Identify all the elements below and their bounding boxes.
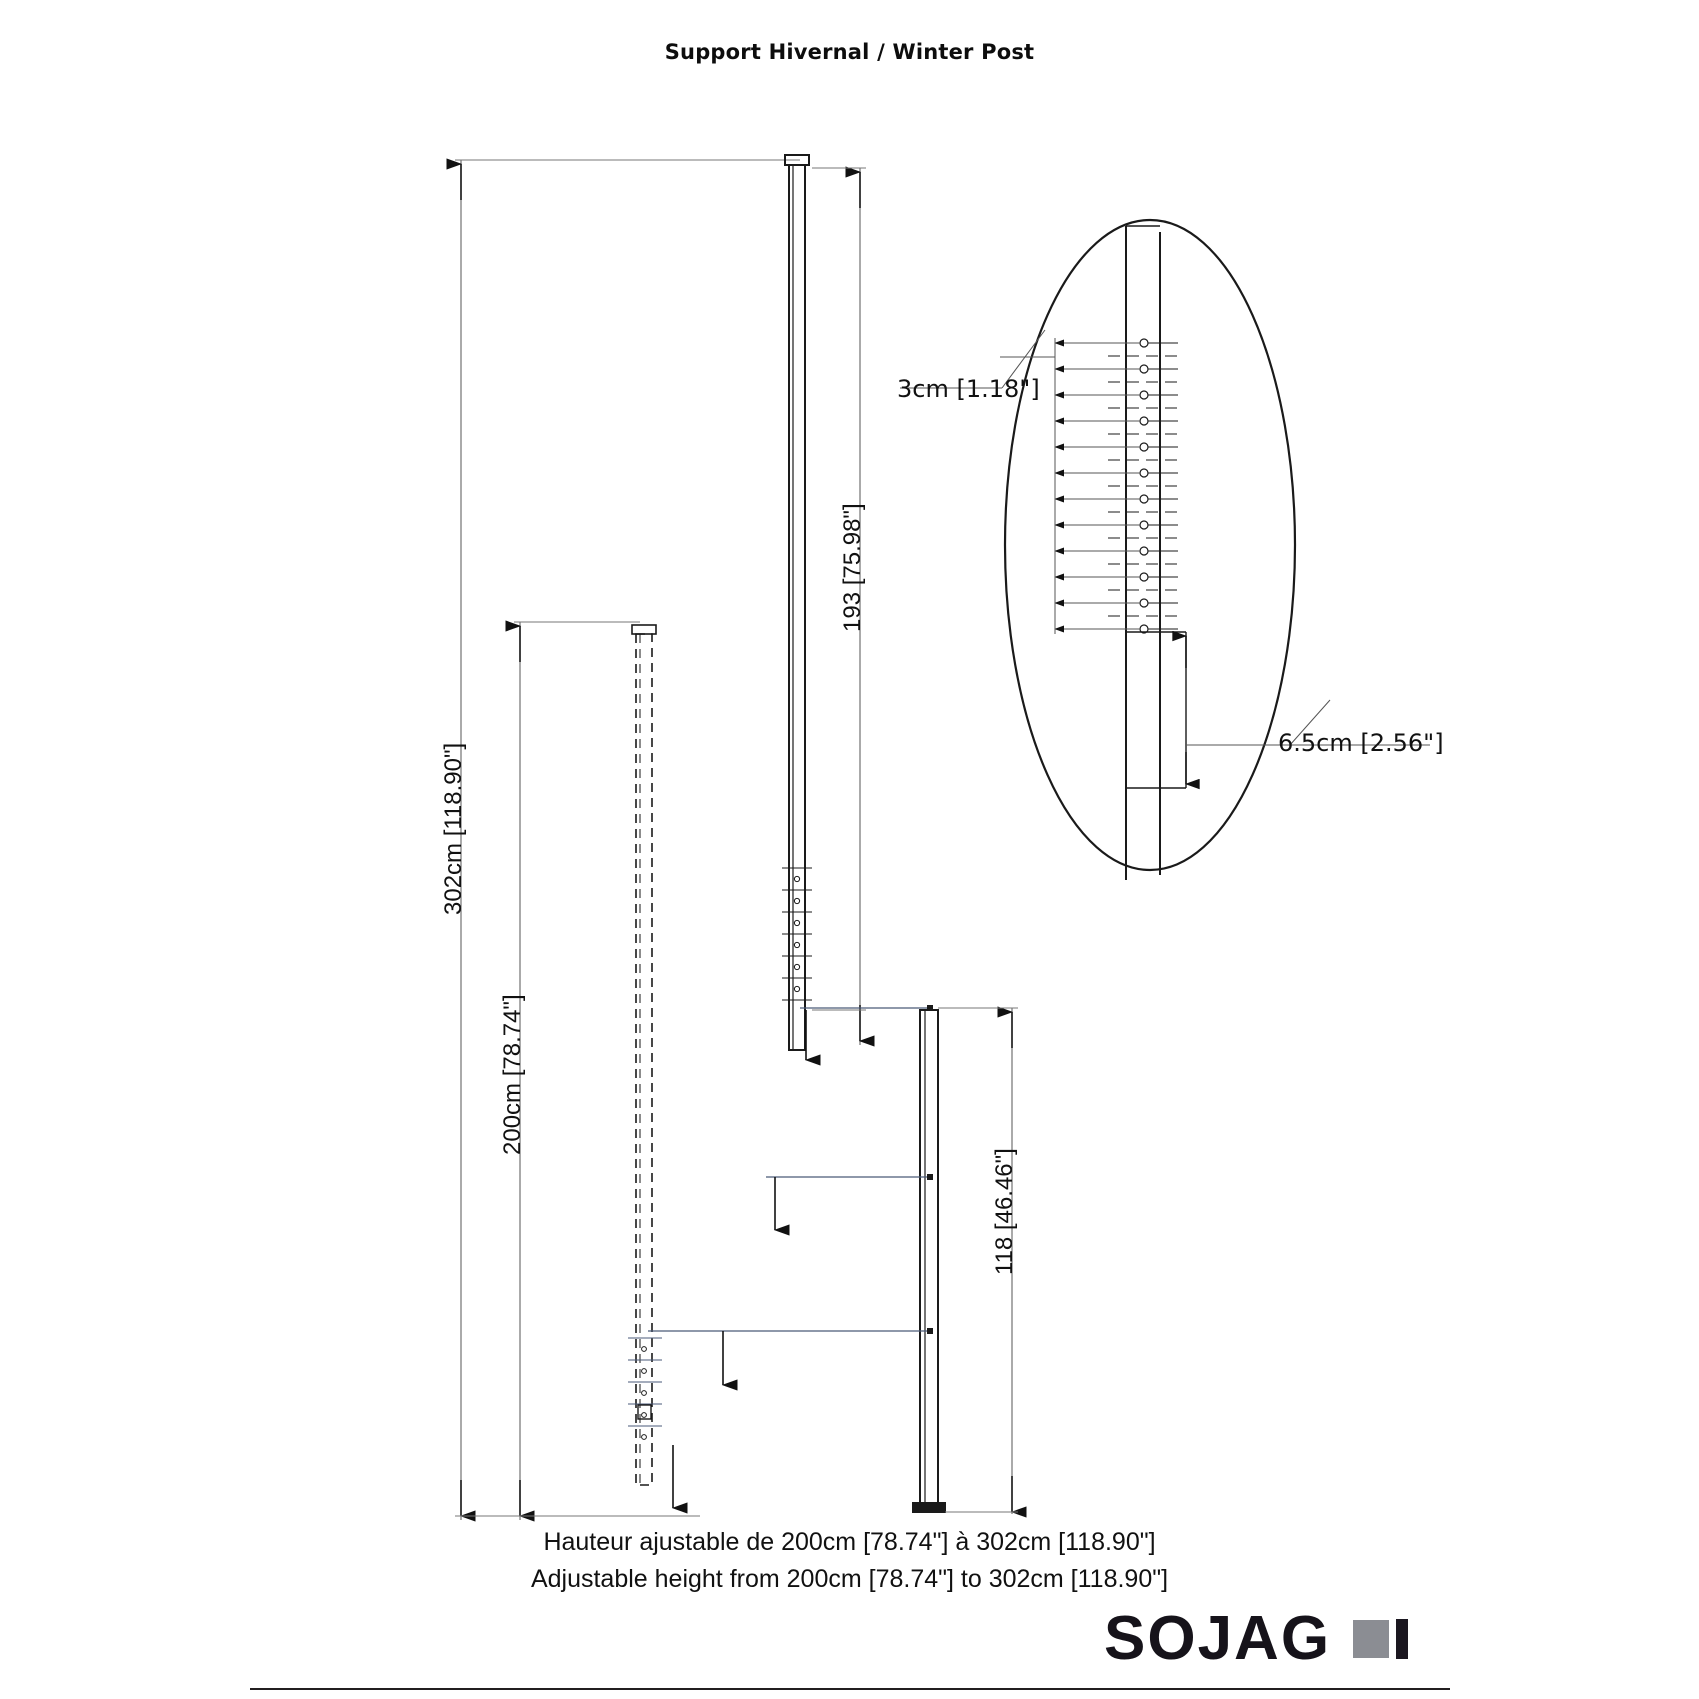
upper-post-retracted [631, 624, 657, 1486]
label-6p5cm: 6.5cm [2.56"] [1278, 729, 1444, 757]
page-title: Support Hivernal / Winter Post [664, 40, 1035, 64]
logo-bar-icon [1396, 1619, 1409, 1659]
sojag-wordmark: SOJAG [1104, 1604, 1332, 1673]
reference-dots [927, 1005, 933, 1334]
sojag-logo: SOJAG [1104, 1604, 1409, 1673]
footer-rule [250, 1688, 1450, 1690]
label-3cm: 3cm [1.18"] [897, 375, 1040, 403]
detail-post [1125, 225, 1161, 880]
assembly-reference-lines [648, 1007, 930, 1332]
detail-spacing-witness [1000, 338, 1056, 634]
dimension-6p5cm [1126, 631, 1187, 789]
label-193: 193 [75.98"] [839, 503, 866, 632]
extension-lines-left [455, 159, 800, 1517]
detail-spacing-leaders [1054, 339, 1140, 633]
detail-dashed-midlines [1108, 355, 1180, 617]
logo-square-icon [1353, 1620, 1390, 1658]
retracted-post-hole-band [628, 1337, 662, 1427]
upper-post-hole-band [782, 867, 812, 1001]
detail-callout-ellipse [1003, 218, 1297, 872]
upper-post [784, 154, 810, 1051]
label-302cm: 302cm [118.90"] [440, 742, 467, 915]
caption-english: Adjustable height from 200cm [78.74"] to… [530, 1565, 1169, 1593]
leader-3cm [900, 329, 1046, 389]
label-200cm: 200cm [78.74"] [499, 994, 526, 1155]
caption-french: Hauteur ajustable de 200cm [78.74"] à 30… [543, 1528, 1156, 1556]
lower-post [912, 1009, 946, 1513]
label-118: 118 [46.46"] [991, 1148, 1018, 1275]
leader-6p5cm [1186, 699, 1430, 746]
